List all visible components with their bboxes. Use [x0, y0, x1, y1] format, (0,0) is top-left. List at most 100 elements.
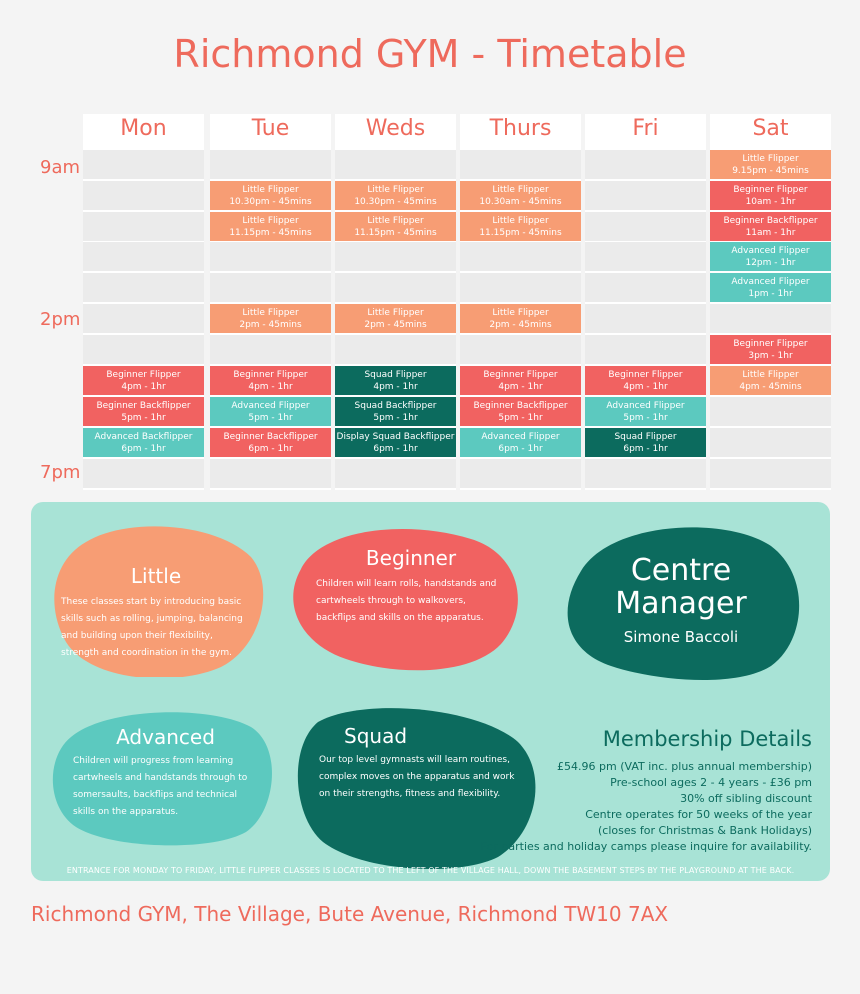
class-name: Beginner Flipper [483, 370, 558, 380]
membership-line: Pre-school ages 2 - 4 years - £36 pm [610, 776, 812, 789]
time-label-2pm: 2pm [40, 309, 81, 330]
class-name: Little Flipper [492, 308, 549, 318]
day-header: Fri [632, 116, 659, 141]
empty-slot [460, 273, 581, 302]
day-header: Tue [251, 116, 290, 141]
class-name: Little Flipper [242, 308, 299, 318]
membership-title: Membership Details [602, 727, 812, 751]
day-header: Mon [120, 116, 167, 141]
entrance-note: ENTRANCE FOR MONDAY TO FRIDAY, LITTLE FL… [66, 866, 795, 875]
beginner-blob-shape [293, 529, 518, 671]
empty-slot [83, 273, 204, 302]
class-time: 9.15pm - 45mins [732, 166, 809, 176]
empty-slot [710, 428, 831, 457]
advanced-info-blob: Advanced Children will progress from lea… [51, 707, 273, 847]
empty-slot [585, 150, 706, 179]
class-time: 5pm - 1hr [248, 413, 293, 423]
empty-slot [585, 304, 706, 333]
class-block[interactable]: Squad Flipper 4pm - 1hr [335, 366, 456, 395]
class-time: 12pm - 1hr [745, 258, 796, 268]
class-block[interactable]: Little Flipper 11.15pm - 45mins [335, 212, 456, 241]
class-block[interactable]: Beginner Flipper 4pm - 1hr [210, 366, 331, 395]
class-block[interactable]: Advanced Flipper 12pm - 1hr [710, 242, 831, 271]
empty-slot [83, 335, 204, 364]
little-title: Little [130, 564, 182, 588]
class-block[interactable]: Advanced Flipper 6pm - 1hr [460, 428, 581, 457]
class-block[interactable]: Display Squad Backflipper 6pm - 1hr [335, 428, 456, 457]
empty-slot [335, 335, 456, 364]
class-time: 5pm - 1hr [498, 413, 543, 423]
class-name: Little Flipper [367, 216, 424, 226]
class-time: 6pm - 1hr [373, 444, 418, 454]
manager-name: Simone Baccoli [623, 628, 739, 646]
empty-slot [335, 242, 456, 271]
class-time: 6pm - 1hr [121, 444, 166, 454]
manager-blob-shape [567, 527, 800, 680]
day-header: Sat [752, 116, 789, 141]
advanced-text: Children will progress from learning car… [73, 756, 248, 817]
class-time: 11.15pm - 45mins [354, 228, 437, 238]
day-header: Weds [365, 116, 426, 141]
class-name: Advanced Flipper [481, 432, 560, 442]
empty-slot [210, 335, 331, 364]
class-time: 6pm - 1hr [498, 444, 543, 454]
class-time: 4pm - 1hr [248, 382, 293, 392]
class-name: Beginner Flipper [106, 370, 181, 380]
class-time: 4pm - 1hr [373, 382, 418, 392]
class-time: 11.15pm - 45mins [479, 228, 562, 238]
class-time: 11am - 1hr [745, 228, 796, 238]
empty-slot [585, 181, 706, 210]
class-time: 2pm - 45mins [364, 320, 427, 330]
class-name: Advanced Flipper [231, 401, 310, 411]
class-name: Squad Flipper [364, 370, 427, 380]
empty-slot [335, 150, 456, 179]
class-name: Display Squad Backflipper [336, 432, 455, 442]
empty-slot [710, 397, 831, 426]
empty-slot [585, 242, 706, 271]
empty-slot [210, 273, 331, 302]
little-blob-shape [54, 526, 264, 677]
class-name: Advanced Flipper [731, 246, 810, 256]
class-time: 10.30am - 45mins [479, 197, 562, 207]
beginner-title: Beginner [365, 546, 457, 570]
empty-slot [710, 304, 831, 333]
membership-line: Centre operates for 50 weeks of the year [585, 808, 812, 821]
class-name: Beginner Flipper [233, 370, 308, 380]
class-block[interactable]: Advanced Flipper 5pm - 1hr [210, 397, 331, 426]
page-title: Richmond GYM - Timetable [173, 32, 687, 76]
empty-slot [585, 212, 706, 241]
empty-slot [83, 150, 204, 179]
membership-details: Membership Details £54.96 pm (VAT inc. p… [481, 727, 812, 855]
membership-line: (closes for Christmas & Bank Holidays) [597, 824, 812, 837]
advanced-blob-shape [52, 712, 272, 846]
class-name: Little Flipper [242, 185, 299, 195]
